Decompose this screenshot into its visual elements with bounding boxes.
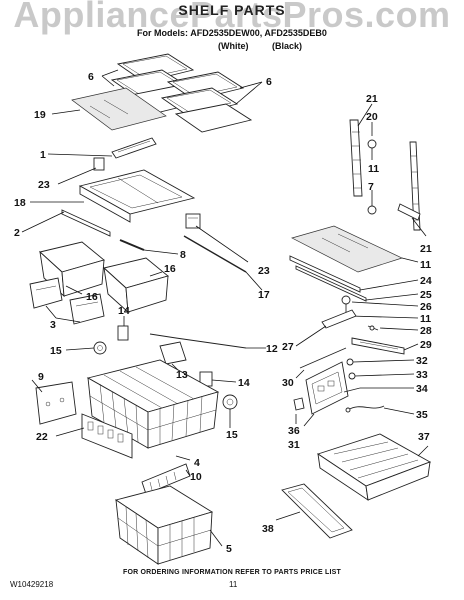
- callout-36: 36: [288, 425, 300, 437]
- callout-7: 7: [368, 181, 374, 193]
- callout-14: 14: [118, 305, 130, 317]
- callout-4: 4: [194, 457, 200, 469]
- part-15-knob-right: [222, 394, 238, 410]
- part-17-rod: [183, 235, 247, 273]
- part-35-sensor: [345, 405, 385, 413]
- part-12-rail: [149, 333, 247, 349]
- callout-31: 31: [288, 439, 300, 451]
- callout-30: 30: [282, 377, 294, 389]
- part-31-control-housing: [305, 361, 349, 415]
- callout-5: 5: [226, 543, 232, 555]
- callout-18: 18: [14, 197, 26, 209]
- callout-11: 11: [420, 259, 431, 271]
- part-25-strip: [295, 265, 367, 302]
- part-34-pin: [343, 387, 361, 393]
- callout-14: 14: [238, 377, 250, 389]
- part-5-lower-wire-basket: [114, 485, 214, 565]
- part-1-rail: [111, 137, 157, 159]
- callout-34: 34: [416, 383, 428, 395]
- callout-10: 10: [190, 471, 202, 483]
- callout-24: 24: [420, 275, 432, 287]
- part-29-rail: [351, 337, 405, 355]
- callout-6: 6: [266, 76, 272, 88]
- part-13-bracket: [159, 341, 187, 365]
- part-23-bracket-right: [185, 213, 201, 229]
- color-black-label: (Black): [272, 41, 303, 51]
- part-22-divider: [81, 413, 133, 459]
- callout-15: 15: [226, 429, 238, 441]
- part-2-strip: [61, 209, 111, 237]
- part-33-fastener: [348, 372, 356, 380]
- part-26-bolt: [341, 295, 351, 314]
- part-9-side-bracket: [35, 381, 77, 425]
- part-24-strip: [289, 255, 361, 293]
- callout-22: 22: [36, 431, 48, 443]
- page-number: 11: [229, 580, 238, 589]
- callout-11: 11: [368, 163, 379, 175]
- callout-25: 25: [420, 289, 432, 301]
- part-32-fastener: [346, 358, 354, 366]
- callout-1: 1: [40, 149, 46, 161]
- callout-17: 17: [258, 289, 270, 301]
- callout-38: 38: [262, 523, 274, 535]
- callout-35: 35: [416, 409, 428, 421]
- part-28-clip: [367, 325, 379, 331]
- part-8-rod: [119, 239, 145, 251]
- callout-21: 21: [366, 93, 378, 105]
- callout-15: 15: [50, 345, 62, 357]
- callout-28: 28: [420, 325, 432, 337]
- callout-19: 19: [34, 109, 46, 121]
- part-38-trim: [281, 483, 353, 539]
- callout-32: 32: [416, 355, 428, 367]
- callout-37: 37: [418, 431, 430, 443]
- callout-26: 26: [420, 301, 432, 313]
- callout-12: 12: [266, 343, 278, 355]
- part-14-clip-left: [117, 325, 129, 341]
- callout-29: 29: [420, 339, 432, 351]
- callout-23: 23: [38, 179, 50, 191]
- part-27-bracket: [321, 309, 357, 329]
- callout-11: 11: [420, 313, 431, 325]
- part-36-clip: [293, 397, 305, 411]
- callout-33: 33: [416, 369, 428, 381]
- callout-27: 27: [282, 341, 294, 353]
- callout-16: 16: [164, 263, 176, 275]
- callout-3: 3: [50, 319, 56, 331]
- callout-23: 23: [258, 265, 270, 277]
- callout-21: 21: [420, 243, 432, 255]
- callout-6: 6: [88, 71, 94, 83]
- watermark: AppliancePartsPros.com: [13, 0, 451, 35]
- part-20-side-rail-left: [349, 119, 363, 197]
- part-11-screw-top: [367, 139, 377, 149]
- part-7-screw: [367, 190, 377, 215]
- callout-8: 8: [180, 249, 186, 261]
- part-3-handle-right: [69, 293, 105, 325]
- color-white-label: (White): [218, 41, 249, 51]
- part-19-glass: [71, 87, 167, 131]
- glass-shelf-right: [160, 71, 253, 133]
- part-23-clip-left: [93, 157, 105, 171]
- callout-20: 20: [366, 111, 378, 123]
- models-line: For Models: AFD2535DEW00, AFD2535DEB0: [137, 28, 327, 38]
- callout-13: 13: [176, 369, 188, 381]
- part-21-bracket: [397, 203, 421, 221]
- ordering-info-footer: FOR ORDERING INFORMATION REFER TO PARTS …: [122, 569, 342, 576]
- part-30-rod: [299, 347, 347, 369]
- part-3-handle-left: [29, 277, 63, 309]
- callout-2: 2: [14, 227, 20, 239]
- callout-9: 9: [38, 371, 44, 383]
- callout-16: 16: [86, 291, 98, 303]
- part-16-crisper-drawer-right: [103, 257, 169, 314]
- freezer-wire-basket-upper: [86, 359, 220, 449]
- part-18-crisper-cover: [78, 169, 196, 223]
- part-37-tray: [316, 433, 432, 501]
- part-15-knob-left: [93, 341, 107, 355]
- document-number: W10429218: [10, 580, 54, 589]
- diagram-title: SHELF PARTS: [178, 2, 286, 18]
